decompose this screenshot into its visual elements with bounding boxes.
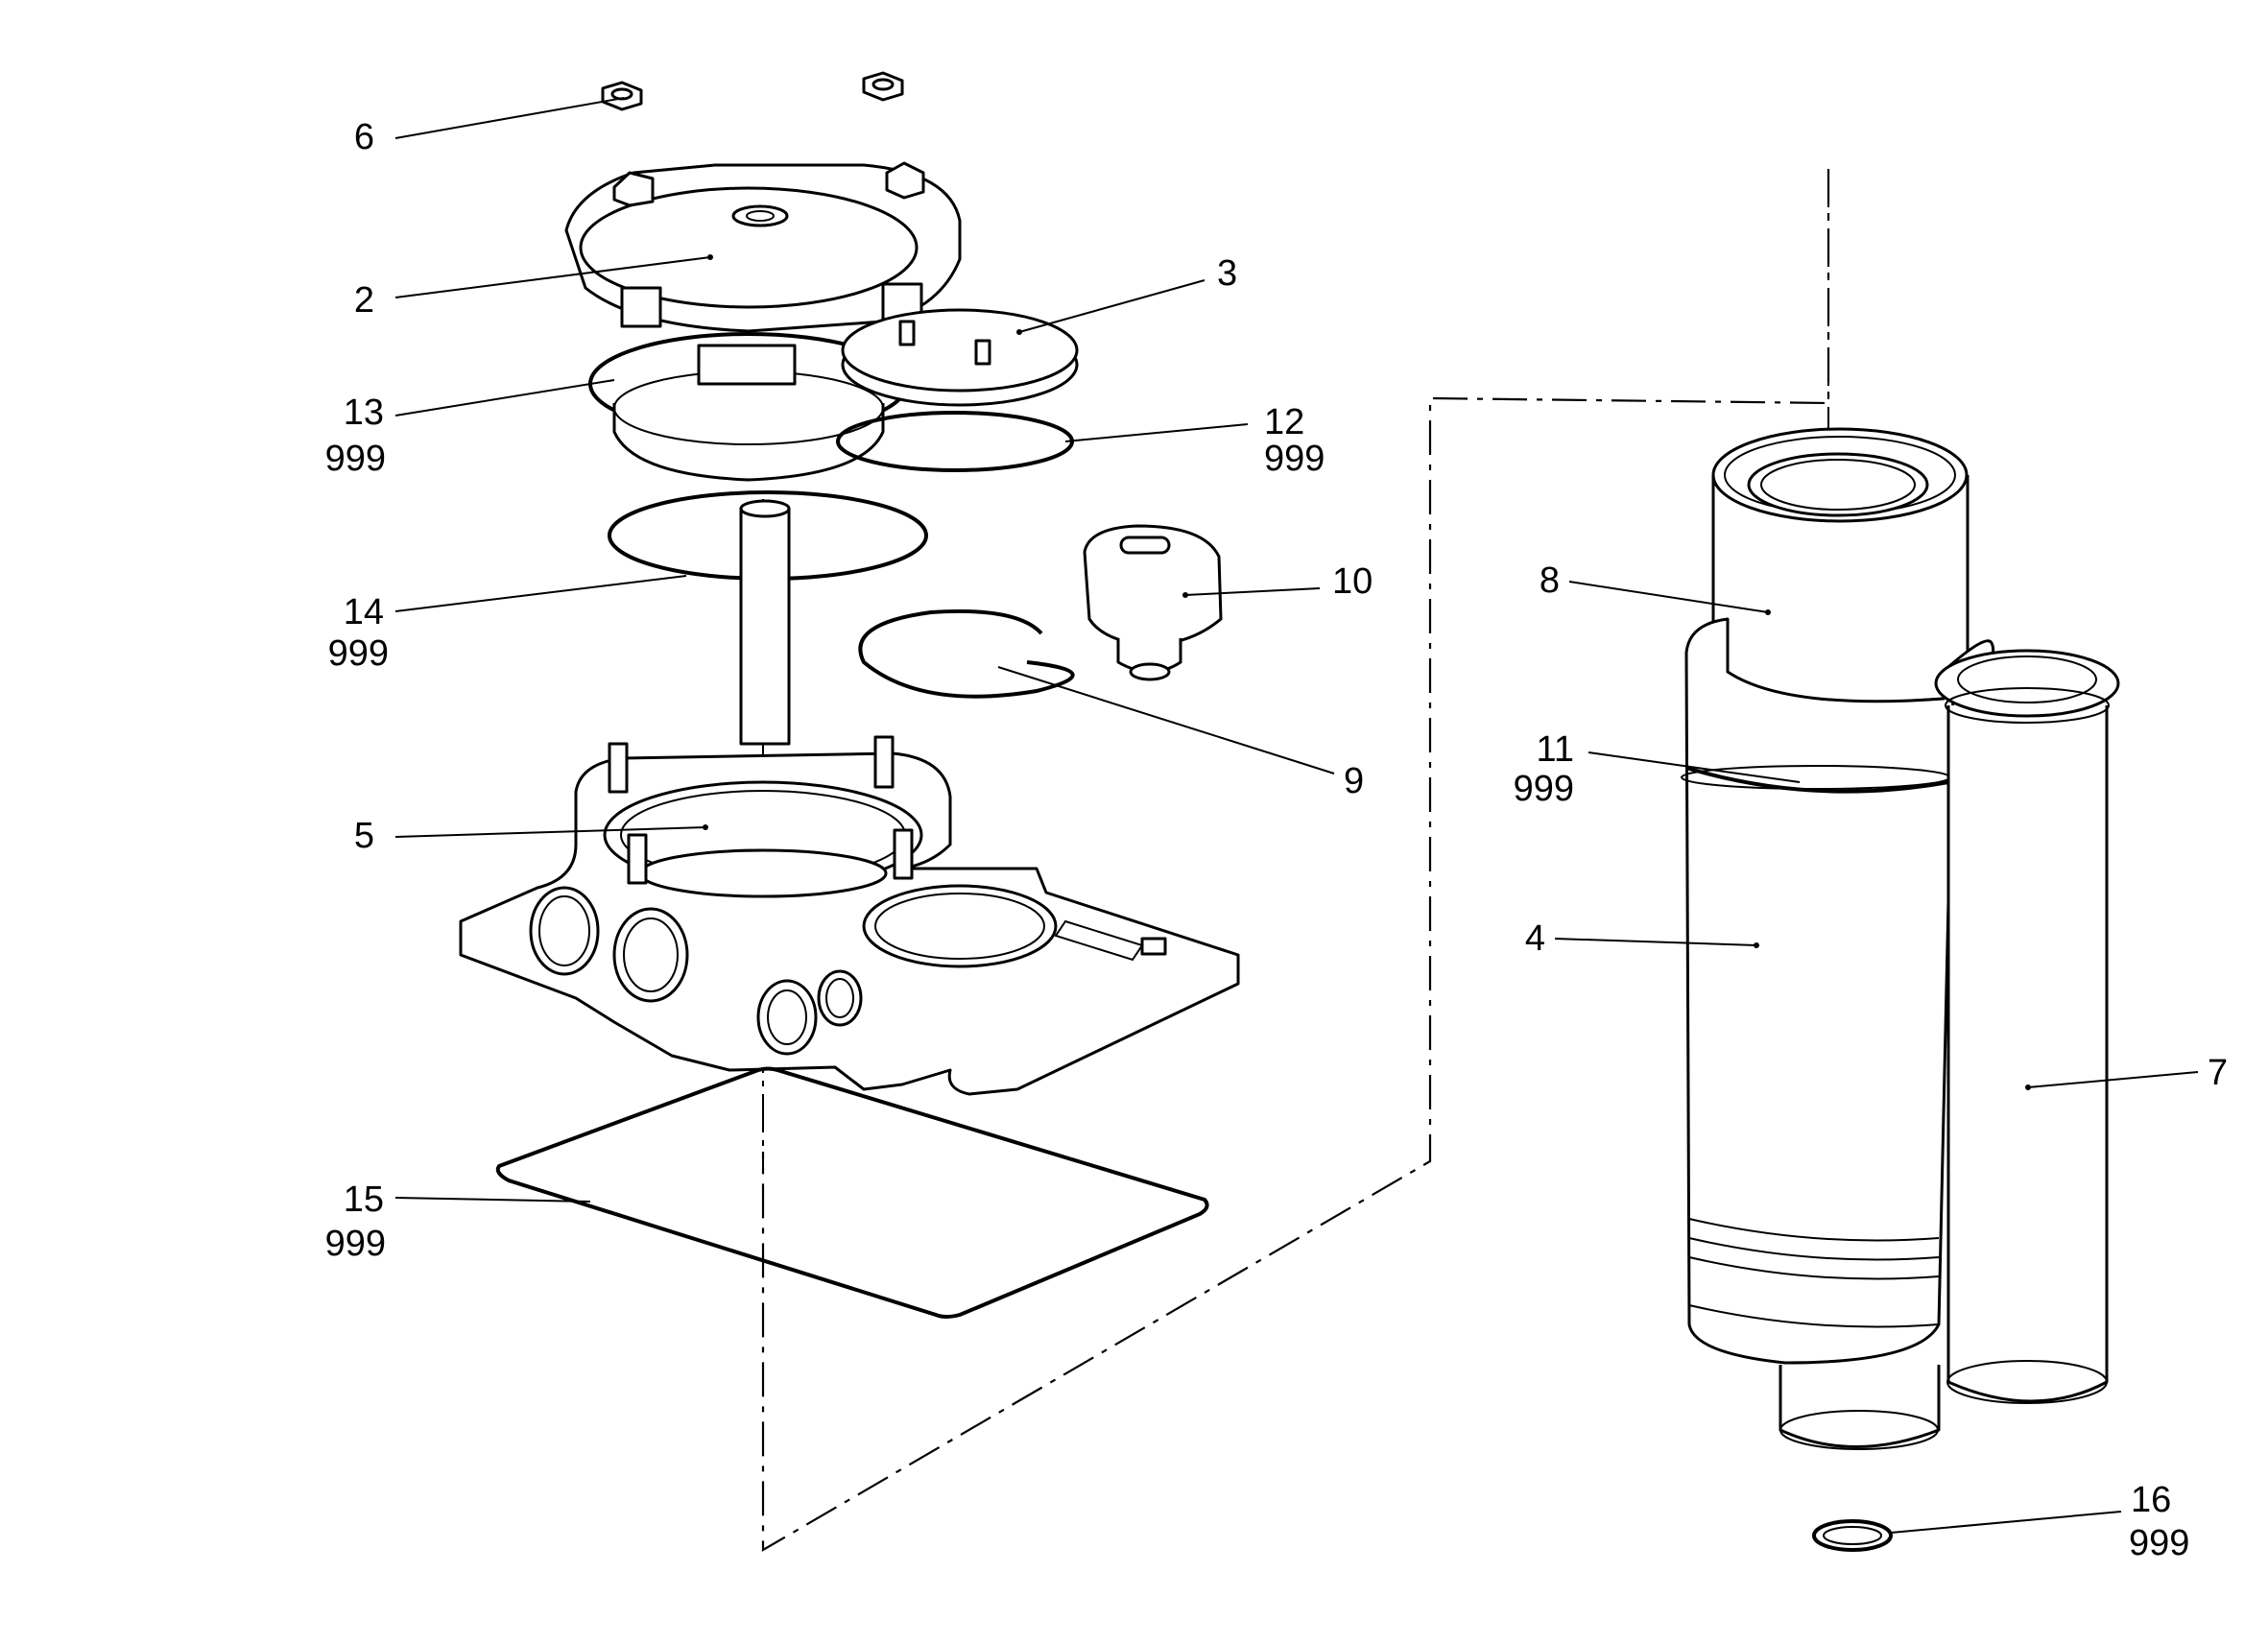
- callout-16: 16: [2131, 1480, 2171, 1520]
- snap-ring-part-9: [858, 608, 1075, 699]
- shaft: [739, 499, 791, 746]
- callout-12-sub: 999: [1264, 439, 1325, 479]
- callout-10: 10: [1332, 561, 1373, 602]
- callout-16-sub: 999: [2129, 1523, 2189, 1563]
- filter-element-part-8: [1711, 427, 1970, 704]
- callout-13: 13: [344, 393, 384, 433]
- leader-lines: [394, 97, 2199, 1534]
- callout-5: 5: [354, 816, 374, 856]
- seal-body-part-13: [588, 332, 909, 482]
- callout-14: 14: [344, 592, 384, 632]
- callout-4: 4: [1525, 918, 1545, 959]
- callout-2: 2: [354, 280, 374, 321]
- filter-element-part-4: [1681, 617, 1994, 1450]
- indicator-part-10: [1083, 524, 1223, 681]
- callout-labels: 6 2 3 13 999 12 999 10 14 999 9 5 15 999…: [325, 117, 2229, 1563]
- plug-cap-part-3: [841, 308, 1079, 407]
- callout-9: 9: [1344, 761, 1364, 801]
- callout-11: 11: [1537, 729, 1574, 770]
- callout-3: 3: [1217, 253, 1237, 294]
- gasket-part-15: [495, 1066, 1209, 1319]
- callout-15-sub: 999: [325, 1224, 386, 1264]
- callout-14-sub: 999: [328, 633, 389, 674]
- callout-8: 8: [1540, 560, 1560, 601]
- callout-7: 7: [2208, 1053, 2228, 1093]
- callout-11-sub: 999: [1514, 769, 1574, 809]
- cover-part-2: [564, 161, 962, 333]
- nut-part-6: [601, 71, 904, 111]
- callout-15: 15: [344, 1179, 384, 1220]
- filter-element-part-7: [1934, 649, 2120, 1404]
- housing-part-5: [459, 735, 1240, 1096]
- callout-13-sub: 999: [325, 439, 386, 479]
- washer-part-16: [1812, 1519, 1893, 1552]
- callout-12: 12: [1264, 402, 1304, 442]
- callout-6: 6: [354, 117, 374, 157]
- seal-part-11: [1685, 766, 1949, 794]
